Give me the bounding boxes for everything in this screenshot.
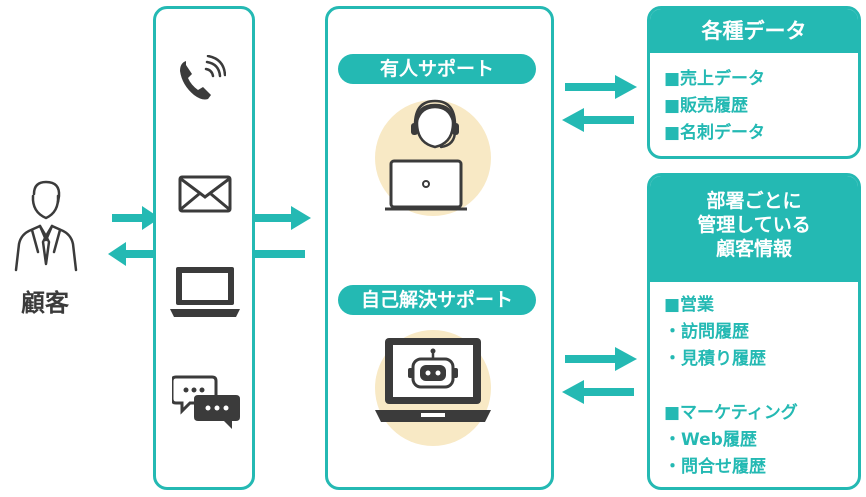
customer-icon — [8, 178, 82, 278]
dept-item: ・見積り履歴 — [664, 349, 766, 369]
dept-item: ・Web履歴 — [664, 430, 757, 450]
self-support-label: 自己解決サポート — [338, 285, 536, 315]
dept-item: ■営業 — [664, 295, 715, 315]
data-item: ■名刺データ — [664, 123, 766, 143]
dept-box-title: 部署ごとに 管理している 顧客情報 — [650, 176, 858, 282]
dept-item: ・訪問履歴 — [664, 322, 749, 342]
support-panel — [325, 6, 554, 490]
dept-title-line: 管理している — [697, 214, 811, 236]
dept-title-line: 部署ごとに — [706, 190, 802, 212]
human-support-label: 有人サポート — [338, 54, 536, 84]
phone-icon — [176, 54, 227, 105]
data-to-support-arrow — [562, 108, 634, 132]
laptop-icon — [168, 265, 242, 325]
support-to-dept-arrow — [565, 347, 637, 371]
data-box-title: 各種データ — [650, 9, 858, 53]
data-item: ■販売履歴 — [664, 96, 749, 116]
channel-to-customer-arrow — [108, 242, 156, 266]
data-box: 各種データ — [647, 6, 861, 159]
customer-to-channel-arrow — [112, 206, 160, 230]
dept-title-line: 顧客情報 — [715, 238, 792, 260]
channel-to-support-arrow — [255, 206, 311, 230]
operator-icon — [373, 93, 503, 227]
dept-item: ・問合せ履歴 — [664, 457, 766, 477]
mail-icon — [178, 175, 232, 217]
customer-label: 顧客 — [21, 289, 69, 317]
support-return-line — [255, 250, 305, 258]
data-item: ■売上データ — [664, 69, 766, 89]
support-to-data-arrow — [565, 75, 637, 99]
chatbot-laptop-icon — [373, 328, 503, 462]
dept-item: ■マーケティング — [664, 403, 798, 423]
dept-box: 部署ごとに 管理している 顧客情報 — [647, 173, 861, 490]
dept-to-support-arrow — [562, 380, 634, 404]
chat-icon — [170, 373, 242, 433]
